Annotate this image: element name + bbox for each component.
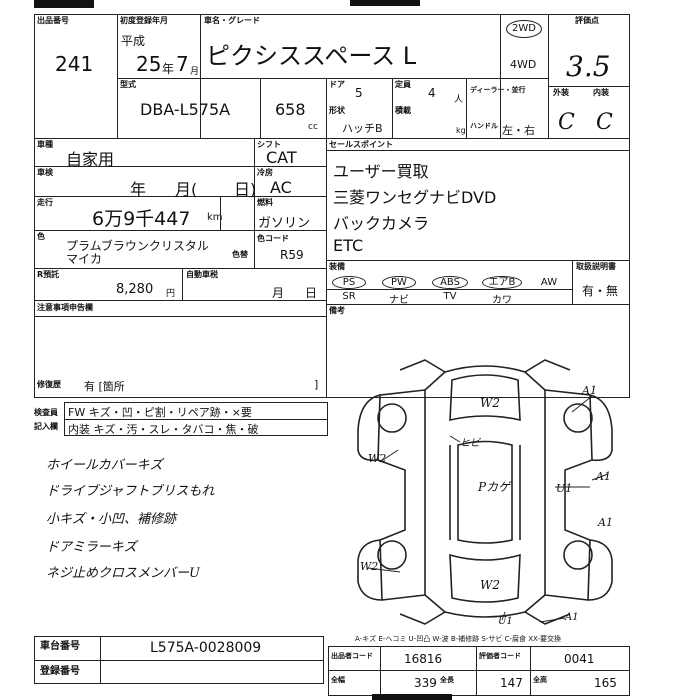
drive-4wd: 4WD bbox=[510, 58, 537, 71]
damage-legend: A-キズ E-ヘコミ U-凹凸 W-波 B-補修跡 S-サビ C-腐食 XX-要… bbox=[355, 635, 561, 643]
inspector-code: 0041 bbox=[564, 652, 595, 666]
color: プラムブラウンクリスタル マイカ bbox=[66, 239, 209, 266]
lot-label: 出品番号 bbox=[37, 16, 69, 25]
air-conditioner: AC bbox=[270, 178, 292, 197]
mark-a1-top: A1 bbox=[582, 384, 597, 397]
recycle-fee: 8,280 bbox=[116, 282, 154, 297]
sales-point-label: セールスポイント bbox=[329, 140, 393, 149]
mark-a1-bottom: A1 bbox=[565, 612, 579, 623]
inspector-interior: 内装 キズ・汚・スレ・タバコ・焦・破 bbox=[68, 423, 259, 436]
car-name-label: 車名・グレード bbox=[204, 16, 260, 25]
mark-u1-bottom: U1 bbox=[498, 616, 513, 627]
header-mark bbox=[34, 0, 94, 8]
equip-airbag: エアB bbox=[482, 276, 522, 289]
chassis-number: L575A-0028009 bbox=[150, 640, 262, 656]
reg-year: 25 bbox=[136, 52, 162, 76]
hand-note: ドアミラーキズ bbox=[46, 540, 137, 555]
mileage: 6万9千447 bbox=[92, 208, 191, 230]
grade: 3.5 bbox=[566, 50, 611, 83]
mark-w2-lower: W2 bbox=[360, 560, 379, 573]
footer-right bbox=[328, 646, 630, 696]
footer-mark bbox=[372, 694, 452, 700]
hand-note: ホイールカバーキズ bbox=[46, 458, 163, 473]
exhibitor-code: 16816 bbox=[404, 652, 443, 666]
mark-u1: U1 bbox=[556, 482, 573, 495]
equip-pw: PW bbox=[382, 276, 416, 289]
hand-note: ドライブジャフトブリスもれ bbox=[46, 484, 215, 499]
drive-2wd-circled: 2WD bbox=[506, 20, 542, 38]
equip-abs: ABS bbox=[432, 276, 468, 289]
interior-grade: C bbox=[596, 110, 613, 135]
mark-paint: Pカゲ bbox=[478, 480, 511, 494]
repair-history: 有 [箇所 bbox=[84, 380, 125, 393]
manual: 有・無 bbox=[582, 284, 619, 298]
equip-sr: SR bbox=[342, 291, 356, 302]
handle: 左・右 bbox=[502, 124, 535, 137]
equip-leather: カワ bbox=[492, 295, 512, 306]
era: 平成 bbox=[121, 34, 146, 48]
hand-note: ネジ止めクロスメンバーU bbox=[46, 566, 200, 581]
hand-note: 小キズ・小凹、補修跡 bbox=[46, 512, 177, 527]
model-code: DBA-L575A bbox=[140, 100, 231, 119]
mark-crack: ヒビ bbox=[460, 438, 480, 449]
body-shape: ハッチB bbox=[342, 122, 383, 135]
first-reg-label: 初度登録年月 bbox=[120, 16, 168, 25]
reg-month: 7 bbox=[176, 52, 189, 76]
color-code: R59 bbox=[280, 248, 304, 262]
doors: 5 bbox=[355, 86, 363, 100]
sheet-frame bbox=[34, 14, 630, 398]
lot-number: 241 bbox=[55, 52, 94, 76]
header-mark-2 bbox=[350, 0, 420, 6]
mark-w2-top: W2 bbox=[480, 396, 500, 410]
displacement: 658 bbox=[275, 100, 306, 119]
shift: CAT bbox=[266, 148, 297, 167]
inspector-exterior: FW キズ・凹・ピ割・リペア跡・×要 bbox=[68, 406, 252, 419]
vehicle-use: 自家用 bbox=[66, 150, 115, 169]
mark-w2-rear: W2 bbox=[480, 578, 500, 592]
exterior-grade: C bbox=[558, 110, 575, 135]
mark-w2-left: W2 bbox=[368, 452, 387, 465]
car-name: ピクシススペース L bbox=[206, 42, 417, 70]
mark-a1-mid: A1 bbox=[598, 516, 613, 529]
grade-label: 評価点 bbox=[575, 16, 599, 25]
sales-point-item: バックカメラ bbox=[333, 214, 430, 233]
sales-point-item: 三菱ワンセグナビDVD bbox=[333, 188, 497, 207]
equip-tv: TV bbox=[443, 291, 457, 302]
car-damage-diagram bbox=[357, 359, 613, 625]
sales-point-item: ユーザー買取 bbox=[333, 162, 429, 181]
equip-ps: PS bbox=[332, 276, 366, 289]
length: 147 bbox=[500, 676, 523, 690]
width: 339 bbox=[414, 676, 437, 690]
mark-a1-right: A1 bbox=[596, 470, 611, 483]
height: 165 bbox=[594, 676, 617, 690]
seats: 4 bbox=[428, 86, 436, 100]
equip-navi: ナビ bbox=[389, 295, 409, 306]
sales-point-item: ETC bbox=[333, 236, 364, 255]
equip-aw: AW bbox=[540, 277, 558, 288]
model-label: 型式 bbox=[120, 80, 136, 89]
fuel: ガソリン bbox=[258, 216, 311, 231]
